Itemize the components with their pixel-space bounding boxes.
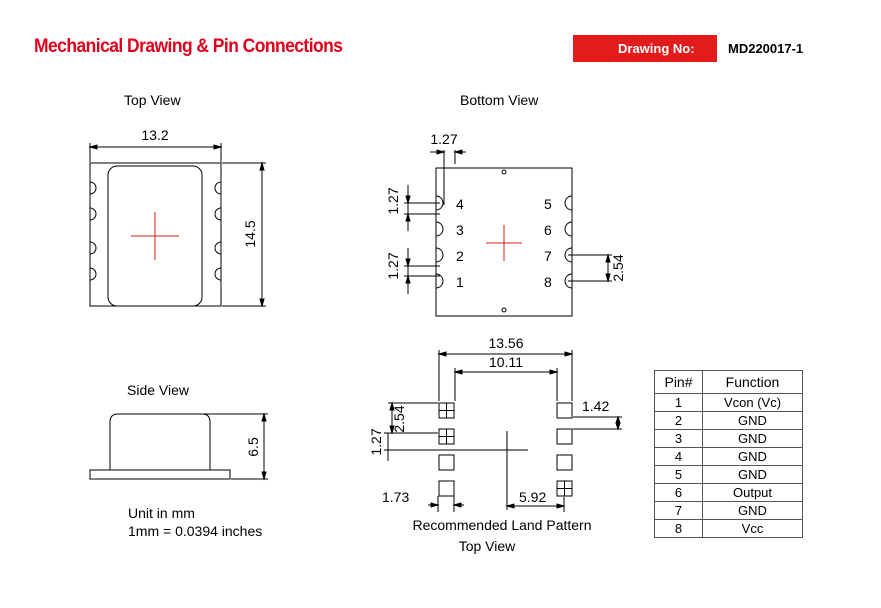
pin-function: Output [702,483,803,502]
top-view-label: Top View [124,92,181,108]
top-view-height-dim [222,161,266,308]
pin-number: 3 [654,429,703,448]
bottom-pin-label-7: 7 [544,248,552,264]
pin-function: GND [702,501,803,520]
top-view-package [89,162,222,307]
drawing-number-value: MD220017-1 [728,41,804,56]
units-line-2: 1mm = 0.0394 inches [128,523,263,539]
land-pattern-caption: Recommended Land Pattern [413,517,592,533]
bottom-view-right-pitch-value: 2.54 [610,254,626,281]
table-row: 1 Vcon (Vc) [654,393,803,412]
land-pattern-overall-width-dim [437,350,574,401]
land-pattern-bottom-dims [428,496,566,512]
drawing-number-label: Drawing No: [618,41,695,56]
land-pattern-pad-height-dim [573,415,622,431]
pin-function: GND [702,411,803,430]
table-row: 4 GND [654,447,803,466]
side-view-package [89,412,268,481]
pin-number: 1 [654,393,703,412]
land-pad-height-value: 1.42 [582,398,609,414]
pin-number: 2 [654,411,703,430]
pin-number: 4 [654,447,703,466]
bottom-view-label: Bottom View [460,92,539,108]
page-title: Mechanical Drawing & Pin Connections [34,36,343,57]
table-row: 5 GND [654,465,803,484]
pin-column-header: Pin# [654,370,703,394]
land-overall-width-value: 13.56 [488,335,523,351]
land-pitch-a-value: 2.54 [391,405,407,432]
pin-number: 8 [654,519,703,538]
side-view-label: Side View [127,382,190,398]
bottom-view-top-pitch-dim [430,149,466,205]
pin-function: GND [702,447,803,466]
top-view-width-dim [88,143,223,162]
pin-function: Vcon (Vc) [702,393,803,412]
bottom-pin-label-5: 5 [544,196,552,212]
bottom-view-package [435,167,573,317]
table-row: 8 Vcc [654,519,803,538]
pin-number: 7 [654,501,703,520]
pin-connections-table: Pin# Function 1 Vcon (Vc) 2 GND 3 GND 4 … [654,370,803,538]
table-row: 2 GND [654,411,803,430]
table-row: 6 Output [654,483,803,502]
land-pattern-caption-sub: Top View [459,538,516,554]
top-view-height-value: 14.5 [242,220,258,247]
land-pattern-center-cross [486,431,528,510]
drawing-number-badge [573,35,717,62]
pin-number: 5 [654,465,703,484]
bottom-view-right-pitch-dim [568,253,612,283]
land-inner-width-value: 10.11 [489,354,523,370]
bottom-view-left-pitch-dims [404,185,440,294]
pin-function: GND [702,429,803,448]
land-center-offset-value: 5.92 [519,489,546,505]
top-view-width-value: 13.2 [141,127,168,143]
bottom-pin-label-8: 8 [544,274,552,290]
bottom-pin-label-3: 3 [456,222,464,238]
land-pattern-inner-width-dim [453,368,559,401]
bottom-view-top-pitch-value: 1.27 [430,131,457,147]
land-pad-width-value: 1.73 [382,489,409,505]
side-view-height-value: 6.5 [245,437,261,457]
bottom-pin-label-1: 1 [456,274,464,290]
bottom-view-crosshair [486,225,522,261]
land-pattern-pads [438,402,573,497]
units-line-1: Unit in mm [128,505,195,521]
top-view-crosshair [131,212,179,260]
land-pattern-left-pitch-dims [384,401,486,461]
bottom-pin-label-4: 4 [456,196,464,212]
pin-number: 6 [654,483,703,502]
table-header-row: Pin# Function [654,370,803,394]
pin-function: Vcc [702,519,803,538]
bottom-view-left-pitch-lower-value: 1.27 [385,252,401,279]
bottom-view-left-pitch-upper-value: 1.27 [385,187,401,214]
pin-function: GND [702,465,803,484]
table-row: 3 GND [654,429,803,448]
bottom-pin-label-6: 6 [544,222,552,238]
land-pitch-b-value: 1.27 [368,428,384,455]
function-column-header: Function [702,370,803,394]
bottom-pin-label-2: 2 [456,248,464,264]
table-row: 7 GND [654,501,803,520]
